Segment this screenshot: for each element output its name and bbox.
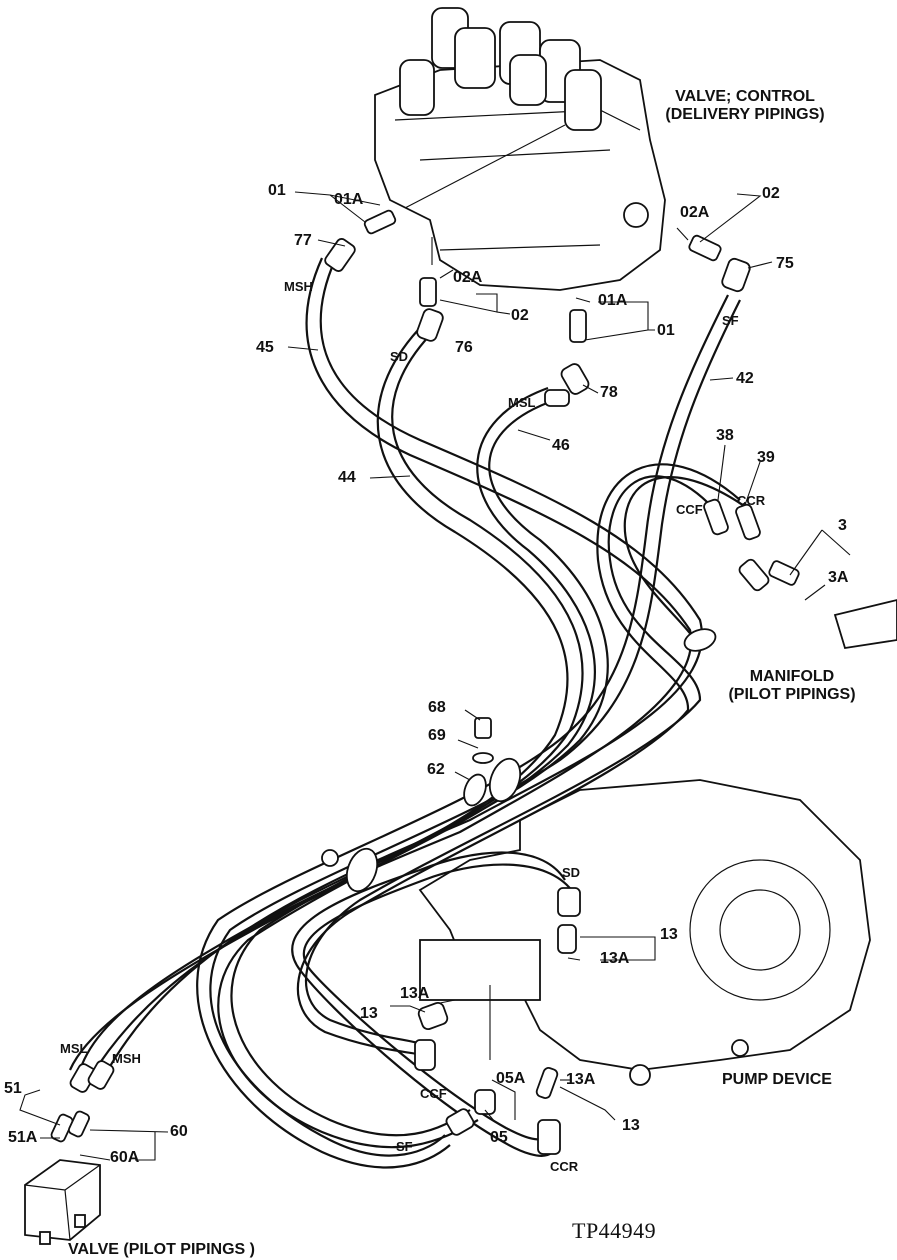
callout-02a-right: 02A: [680, 204, 710, 221]
callout-01a-right: 01A: [598, 292, 628, 309]
callout-3a: 3A: [828, 569, 849, 586]
callout-39: 39: [757, 449, 775, 466]
leader-lines: [19, 124, 851, 1161]
callout-78: 78: [600, 384, 618, 401]
pilot-valve-block: [24, 1159, 101, 1245]
callout-76: 76: [455, 339, 473, 356]
callout-01a: 01A: [334, 191, 364, 208]
label-pump-device: PUMP DEVICE: [722, 1071, 832, 1088]
callout-75: 75: [776, 255, 794, 272]
callout-13a-b: 13A: [400, 985, 430, 1002]
callout-44: 44: [338, 469, 356, 486]
control-valve-body: [374, 7, 666, 291]
callout-13a-a: 13A: [600, 950, 630, 967]
callout-ccf-pump: CCF: [420, 1086, 447, 1101]
callout-68: 68: [428, 699, 446, 716]
callout-05a: 05A: [496, 1070, 526, 1087]
callout-ccr-top: CCR: [737, 493, 766, 508]
callout-05: 05: [490, 1129, 508, 1146]
callout-01-right: 01: [657, 322, 675, 339]
callout-3: 3: [838, 517, 847, 534]
callout-ccr-pump: CCR: [550, 1159, 579, 1174]
callout-62: 62: [427, 761, 445, 778]
label-manifold: MANIFOLD (PILOT PIPINGS): [728, 668, 856, 704]
pump-device-body: [418, 779, 871, 1086]
callout-sf-pump: SF: [396, 1139, 413, 1154]
callout-45: 45: [256, 339, 274, 356]
manifold-block: [833, 599, 897, 650]
callout-69: 69: [428, 727, 446, 744]
callout-01: 01: [268, 182, 286, 199]
drawing-code: TP44949: [572, 1218, 657, 1243]
hose-bundle: [68, 257, 751, 1169]
clamps: [321, 628, 717, 893]
label-valve-control: VALVE; CONTROL (DELIVERY PIPINGS): [665, 88, 825, 124]
callout-42: 42: [736, 370, 754, 387]
callout-sd-pump: SD: [562, 865, 581, 880]
callout-13-b: 13: [360, 1005, 378, 1022]
callout-02a-mid: 02A: [453, 269, 483, 286]
callout-ccf-top: CCF: [676, 502, 703, 517]
callout-13-c: 13: [622, 1117, 640, 1134]
callout-38: 38: [716, 427, 734, 444]
callout-51: 51: [4, 1080, 22, 1097]
callout-13-a: 13: [660, 926, 678, 943]
callout-msh-top: MSH: [284, 279, 313, 294]
callout-msh-left: MSH: [112, 1051, 141, 1066]
callout-msl-top: MSL: [508, 395, 536, 410]
callout-02-mid: 02: [511, 307, 529, 324]
callout-60: 60: [170, 1123, 188, 1140]
callout-13a-c: 13A: [566, 1071, 596, 1088]
callout-sf-top: SF: [722, 313, 739, 328]
callout-46: 46: [552, 437, 570, 454]
fittings: [50, 209, 800, 1155]
callout-02-right: 02: [762, 185, 780, 202]
callout-77: 77: [294, 232, 312, 249]
callout-msl-left: MSL: [60, 1041, 88, 1056]
callout-60a: 60A: [110, 1149, 140, 1166]
callout-51a: 51A: [8, 1129, 38, 1146]
callout-sd-top: SD: [390, 349, 409, 364]
label-valve-pilot: VALVE (PILOT PIPINGS ): [68, 1241, 255, 1258]
